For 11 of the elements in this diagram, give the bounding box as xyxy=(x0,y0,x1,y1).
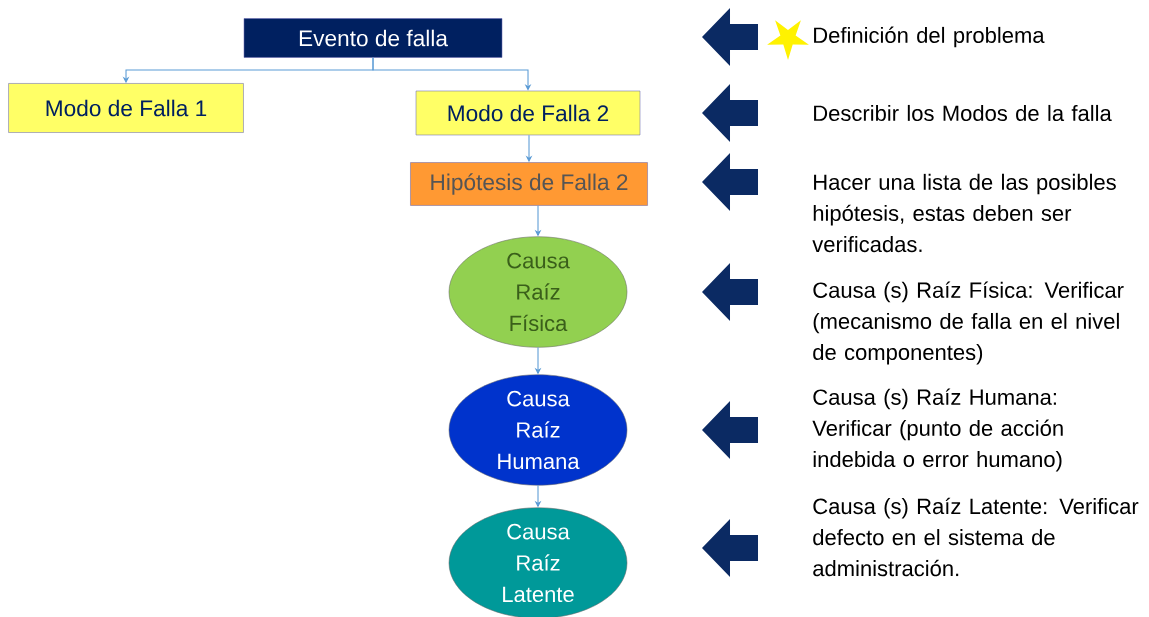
event-box: Evento de falla xyxy=(243,18,503,58)
description-text: Hacer una lista de las posibles hipótesis, estas deben ser verificadas. xyxy=(812,173,1116,253)
description-text: Causa (s) Raíz Latente: Verificar defecto en el sistema de administración. xyxy=(813,497,1139,577)
hypothesis-box: Hipótesis de Falla 2 xyxy=(410,162,648,206)
description-text: Causa (s) Raíz Humana: Verificar (punto de acción indebida o error humano) xyxy=(812,388,1063,472)
description-text: Describir los Modos de la falla xyxy=(814,104,1112,122)
mode-box: Modo de Falla 2 xyxy=(415,90,641,136)
description-text: Definición del problema xyxy=(814,26,1045,48)
mode-box: Modo de Falla 1 xyxy=(8,83,244,133)
connector-arrow xyxy=(372,57,532,91)
description-text: Causa (s) Raíz Física: Verificar (mecanismo de falla en el nivel de componentes) xyxy=(813,281,1124,365)
